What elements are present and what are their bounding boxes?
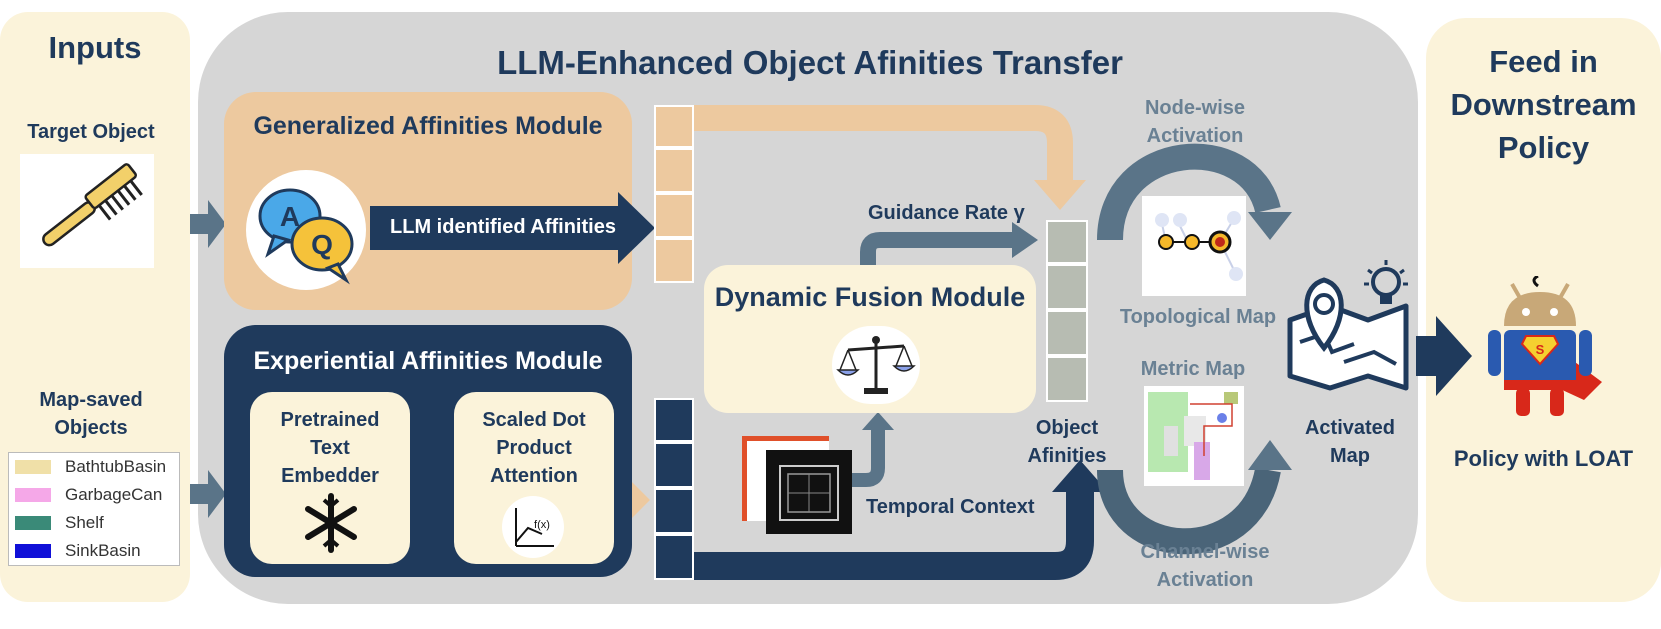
metric-map-label: Metric Map bbox=[1140, 358, 1246, 380]
gam-to-fusion-arrow bbox=[692, 105, 1073, 180]
qa-bubble-circle: A Q bbox=[246, 170, 366, 290]
guidance-arrow bbox=[860, 232, 1015, 265]
balance-scale-circle bbox=[832, 326, 920, 404]
dfm-title: Dynamic Fusion Module bbox=[714, 282, 1026, 312]
object-legend: BathtubBasin GarbageCan Shelf SinkBasin bbox=[8, 452, 180, 566]
inputs-title: Inputs bbox=[48, 30, 142, 65]
object-afinities-label: Object Afinities bbox=[1027, 417, 1107, 467]
node-wise-label: Node-wise Activation bbox=[1144, 97, 1246, 147]
chat-qa-icon: A Q bbox=[258, 188, 354, 285]
robot-superhero-icon: S bbox=[1480, 274, 1610, 424]
node-wise-arc bbox=[1097, 143, 1281, 241]
guidance-rate-label: Guidance Rate γ bbox=[868, 202, 1025, 224]
attention-label: Scaled Dot Product Attention bbox=[482, 409, 586, 487]
svg-text:f(x): f(x) bbox=[534, 519, 550, 531]
balance-scale-icon bbox=[836, 336, 916, 394]
policy-label: Policy with LOAT bbox=[1453, 446, 1634, 471]
map-input-arrow bbox=[190, 470, 226, 518]
svg-text:Q: Q bbox=[311, 229, 333, 260]
object-afinities-vector bbox=[1046, 220, 1088, 402]
target-input-arrow bbox=[190, 200, 226, 248]
channel-wise-label: Channel-wise Activation bbox=[1140, 541, 1270, 591]
eam-to-afinities-arrow bbox=[692, 490, 1094, 580]
activated-map-label: Activated Map bbox=[1304, 417, 1396, 467]
temporal-context-label: Temporal Context bbox=[866, 496, 1035, 518]
topological-map-image bbox=[1142, 196, 1246, 296]
to-policy-arrow bbox=[1416, 316, 1472, 396]
temporal-room-render bbox=[766, 450, 852, 534]
legend-item: GarbageCan bbox=[9, 481, 179, 509]
svg-text:S: S bbox=[1536, 342, 1545, 357]
eam-title: Experiential Affinities Module bbox=[253, 347, 603, 375]
llm-affinities-arrow bbox=[370, 192, 655, 264]
snowflake-icon bbox=[300, 492, 362, 554]
target-object-image bbox=[20, 154, 154, 268]
function-graph-icon: f(x) bbox=[502, 496, 564, 558]
legend-item: Shelf bbox=[9, 509, 179, 537]
comb-icon bbox=[42, 163, 143, 247]
map-saved-label: Map-saved Objects bbox=[39, 389, 143, 439]
legend-item: BathtubBasin bbox=[9, 453, 179, 481]
metric-map-image bbox=[1144, 386, 1244, 486]
gam-title: Generalized Affinities Module bbox=[253, 112, 603, 140]
activated-map-icon bbox=[1284, 256, 1412, 396]
policy-panel-title: Feed in Downstream Policy bbox=[1450, 44, 1637, 165]
text-embedder-label: Pretrained Text Embedder bbox=[280, 409, 380, 487]
channel-wise-arc bbox=[1097, 467, 1281, 555]
topological-map-label: Topological Map bbox=[1119, 306, 1277, 328]
main-title: LLM-Enhanced Object Afinities Transfer bbox=[497, 44, 1123, 81]
llm-affinities-label: LLM identified Affinities bbox=[390, 216, 616, 238]
generalized-vector bbox=[654, 105, 694, 285]
experiential-vector bbox=[654, 398, 694, 580]
temporal-arrow bbox=[852, 428, 885, 487]
legend-item: SinkBasin bbox=[9, 537, 179, 565]
svg-text:A: A bbox=[280, 201, 300, 232]
target-object-label: Target Object bbox=[27, 121, 155, 143]
